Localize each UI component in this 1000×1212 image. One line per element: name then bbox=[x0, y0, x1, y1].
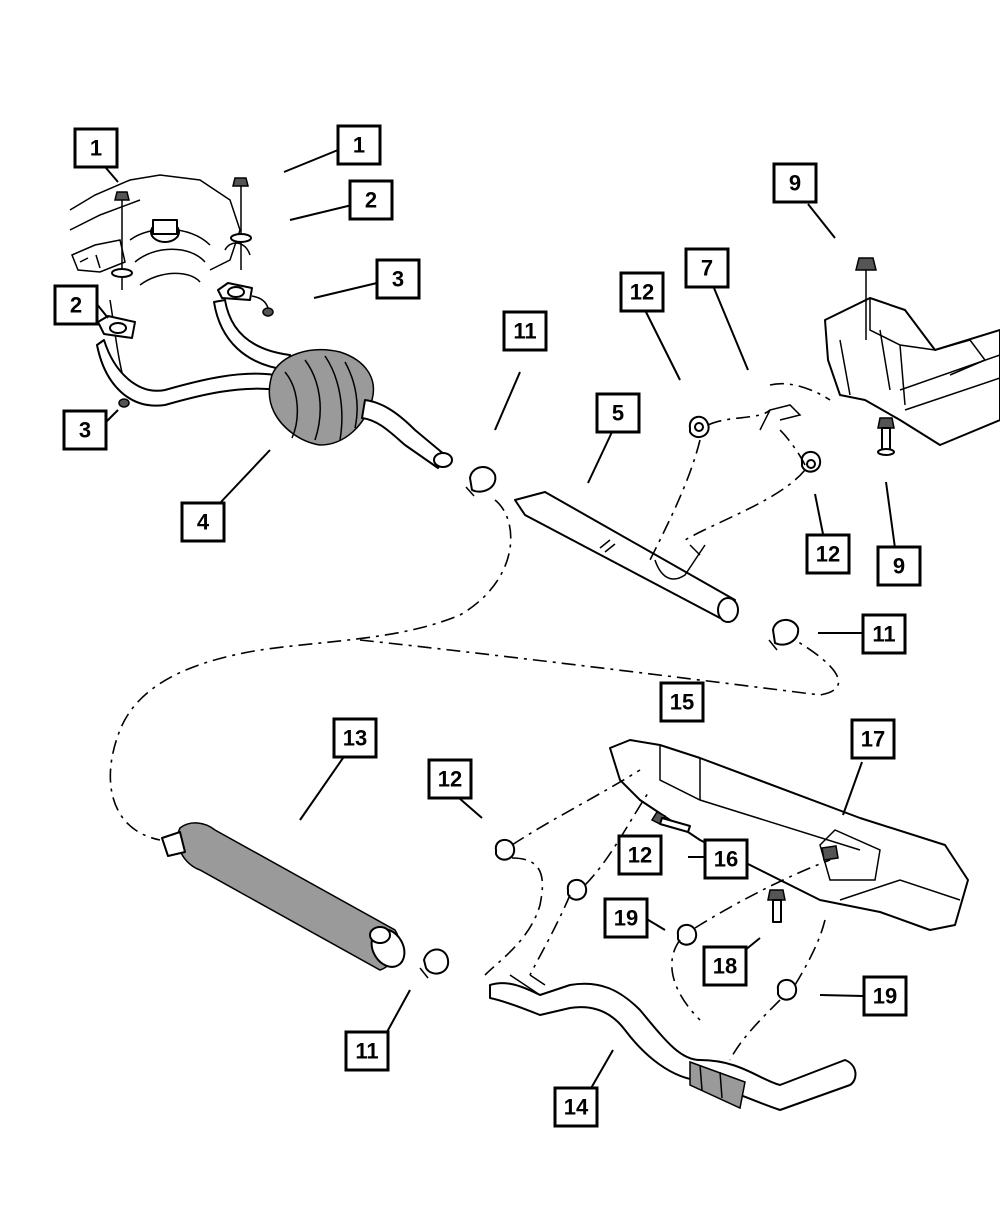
callout-9-right: 9 bbox=[876, 545, 922, 587]
callout-13: 13 bbox=[332, 717, 378, 759]
callout-11-bottom: 11 bbox=[344, 1030, 390, 1072]
isolator-7-right bbox=[800, 451, 822, 473]
route-12a-down bbox=[484, 857, 544, 976]
route-19a bbox=[694, 859, 831, 929]
clamp-lower-right bbox=[768, 619, 800, 651]
callout-12-mid: 12 bbox=[805, 533, 851, 575]
callout-12-lower-left: 12 bbox=[427, 758, 473, 800]
route-iso-right bbox=[779, 429, 806, 466]
callout-2-right: 2 bbox=[348, 179, 394, 221]
isolator-12-a bbox=[494, 839, 516, 861]
callout-9-top: 9 bbox=[772, 162, 818, 204]
bolt-left bbox=[111, 191, 133, 290]
callout-12-lower-mid: 12 bbox=[617, 834, 663, 876]
route-19b bbox=[794, 919, 826, 986]
svg-text:7: 7 bbox=[701, 256, 713, 281]
clamp-muffler bbox=[419, 948, 450, 979]
frame-bolt-bottom bbox=[877, 417, 895, 456]
svg-text:9: 9 bbox=[893, 554, 905, 579]
callout-11-mid-right: 11 bbox=[861, 613, 907, 655]
svg-text:11: 11 bbox=[513, 319, 536, 344]
route-loop-15-right bbox=[359, 639, 840, 696]
svg-text:19: 19 bbox=[873, 984, 897, 1009]
callout-15: 15 bbox=[659, 681, 705, 723]
svg-text:14: 14 bbox=[564, 1095, 589, 1120]
leader-lines bbox=[95, 149, 896, 1091]
bolt-right bbox=[230, 177, 252, 270]
callout-19-left: 19 bbox=[603, 897, 649, 939]
svg-text:3: 3 bbox=[392, 267, 404, 292]
route-loop-15 bbox=[109, 499, 512, 841]
callout-11-top: 11 bbox=[502, 310, 548, 352]
rear-frame-crossmember bbox=[609, 739, 969, 931]
muffler bbox=[161, 822, 406, 971]
tailpipe bbox=[489, 974, 857, 1111]
svg-text:12: 12 bbox=[628, 843, 652, 868]
frame-bolt-16 bbox=[650, 811, 691, 833]
svg-text:16: 16 bbox=[714, 847, 738, 872]
svg-text:17: 17 bbox=[861, 727, 885, 752]
callout-3-right: 3 bbox=[375, 258, 421, 300]
isolator-19-a bbox=[676, 924, 698, 946]
route-19a-down bbox=[671, 939, 701, 1021]
svg-text:13: 13 bbox=[343, 726, 367, 751]
route-frame bbox=[769, 382, 831, 401]
svg-text:19: 19 bbox=[614, 906, 638, 931]
callout-19-right: 19 bbox=[862, 975, 908, 1017]
callout-7: 7 bbox=[684, 247, 730, 289]
y-pipe-catalytic-converter bbox=[96, 299, 453, 469]
svg-text:12: 12 bbox=[630, 280, 654, 305]
frame-bolt-top bbox=[855, 257, 877, 340]
callout-18: 18 bbox=[702, 945, 748, 987]
callout-1-right: 1 bbox=[336, 124, 382, 166]
svg-text:2: 2 bbox=[365, 188, 377, 213]
clamp-upper bbox=[465, 466, 497, 497]
svg-text:1: 1 bbox=[90, 136, 102, 161]
callout-12-top: 12 bbox=[619, 271, 665, 313]
engine-block-outline bbox=[69, 174, 251, 396]
callout-14: 14 bbox=[553, 1086, 599, 1128]
callout-17: 17 bbox=[850, 718, 896, 760]
callout-5: 5 bbox=[595, 392, 641, 434]
manifold-flange-right bbox=[217, 282, 253, 301]
isolator-19-b bbox=[776, 979, 798, 1001]
nut-lower bbox=[118, 398, 130, 408]
route-iso-left bbox=[707, 409, 771, 426]
isolator-12-b bbox=[566, 879, 588, 901]
callout-2-left: 2 bbox=[53, 284, 99, 326]
hanger-7 bbox=[759, 404, 802, 431]
hanger-bracket-mid bbox=[654, 544, 706, 580]
callout-3-left: 3 bbox=[62, 409, 108, 451]
callout-1-left: 1 bbox=[73, 127, 119, 169]
svg-text:2: 2 bbox=[70, 293, 82, 318]
svg-text:5: 5 bbox=[612, 401, 624, 426]
intermediate-pipe bbox=[514, 491, 739, 623]
svg-text:18: 18 bbox=[713, 954, 737, 979]
svg-text:4: 4 bbox=[197, 510, 210, 535]
svg-text:15: 15 bbox=[670, 690, 694, 715]
route-19b-down bbox=[729, 999, 781, 1061]
svg-text:9: 9 bbox=[789, 171, 801, 196]
svg-text:12: 12 bbox=[438, 767, 462, 792]
frame-bolt-18 bbox=[767, 889, 786, 923]
callout-4: 4 bbox=[180, 501, 226, 543]
route-iso-pipe bbox=[684, 469, 806, 541]
callout-16: 16 bbox=[703, 838, 749, 880]
nut-upper bbox=[262, 307, 274, 317]
route-12a bbox=[511, 769, 641, 846]
svg-text:12: 12 bbox=[816, 542, 840, 567]
svg-text:3: 3 bbox=[79, 418, 91, 443]
route-12b-down bbox=[529, 894, 571, 976]
svg-text:11: 11 bbox=[355, 1039, 378, 1064]
route-12b bbox=[584, 789, 651, 886]
svg-text:11: 11 bbox=[872, 622, 895, 647]
route-hanger-pipe bbox=[649, 439, 701, 561]
frame-crossmember-upper bbox=[824, 297, 1000, 446]
isolator-7-left bbox=[688, 415, 710, 439]
svg-text:1: 1 bbox=[353, 133, 365, 158]
flange-stud bbox=[251, 295, 269, 309]
manifold-flange-left bbox=[97, 315, 136, 339]
